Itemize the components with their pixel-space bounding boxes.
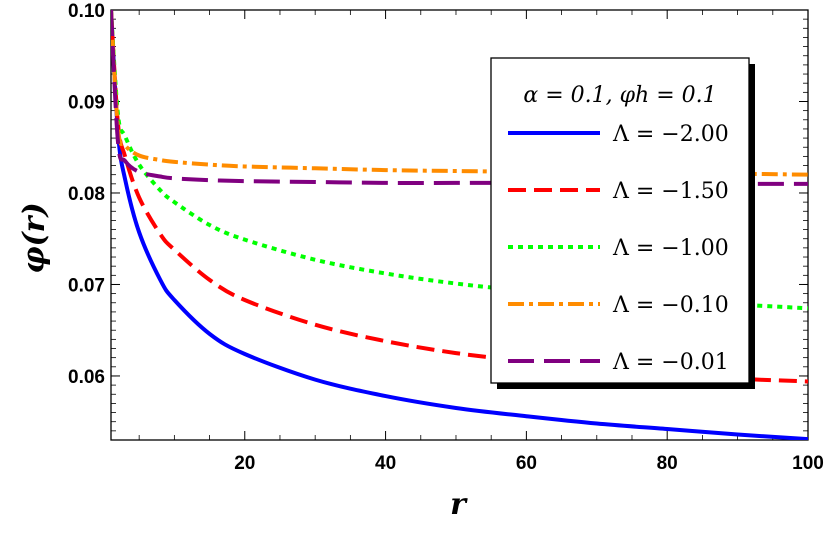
series-line-1 — [111, 10, 808, 440]
legend-label: Λ = −1.50 — [612, 179, 729, 204]
y-tick-label: 0.07 — [68, 275, 105, 296]
legend-label: Λ = −2.00 — [612, 122, 729, 147]
y-tick-label: 0.10 — [68, 1, 105, 22]
x-tick-label: 60 — [516, 453, 537, 474]
y-tick-label: 0.09 — [68, 92, 105, 113]
x-tick-label: 40 — [375, 453, 396, 474]
y-axis-title: φ(r) — [17, 202, 52, 273]
y-tick-label: 0.08 — [68, 184, 105, 205]
plot-frame — [110, 9, 809, 441]
legend-title: α = 0.1, φh = 0.1 — [523, 83, 716, 108]
x-axis-title: r — [450, 487, 468, 522]
x-tick-label: 80 — [657, 453, 678, 474]
y-axis-ticks: 0.06 0.07 0.08 0.09 0.10 — [68, 1, 808, 441]
legend-label: Λ = −1.00 — [612, 236, 729, 261]
legend-items: Λ = −2.00 Λ = −1.50 Λ = −1.00 Λ = −0.10 Λ = … — [508, 122, 729, 375]
x-tick-label: 100 — [792, 453, 824, 474]
series-line-3 — [111, 10, 808, 311]
legend-label: Λ = −0.01 — [612, 350, 729, 375]
legend-label: Λ = −0.10 — [612, 293, 729, 318]
x-tick-label: 20 — [234, 453, 255, 474]
legend-box — [490, 57, 750, 384]
series-line-4 — [111, 10, 808, 177]
x-axis-ticks: 20 40 60 80 100 — [138, 10, 824, 474]
legend: α = 0.1, φh = 0.1 Λ = −2.00Λ = −1.50Λ = … — [490, 57, 755, 389]
y-tick-label: 0.06 — [68, 367, 105, 388]
